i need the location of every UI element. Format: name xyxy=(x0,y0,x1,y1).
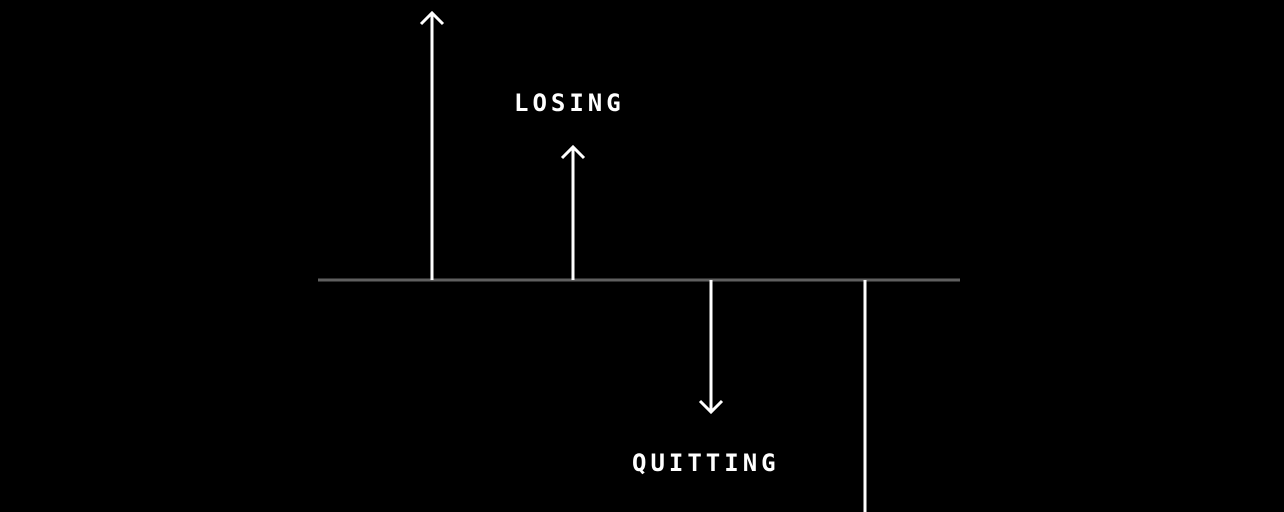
losing-up-arrowhead xyxy=(560,144,586,160)
quitting-down-arrowhead xyxy=(698,399,724,415)
quitting-label: QUITTING xyxy=(632,449,780,477)
quitting-down-arrow xyxy=(698,280,724,415)
losing-label: LOSING xyxy=(514,89,625,117)
losing-up-arrow xyxy=(560,144,586,280)
tall-up-arrow xyxy=(419,10,445,280)
tall-up-arrowhead xyxy=(419,10,445,26)
